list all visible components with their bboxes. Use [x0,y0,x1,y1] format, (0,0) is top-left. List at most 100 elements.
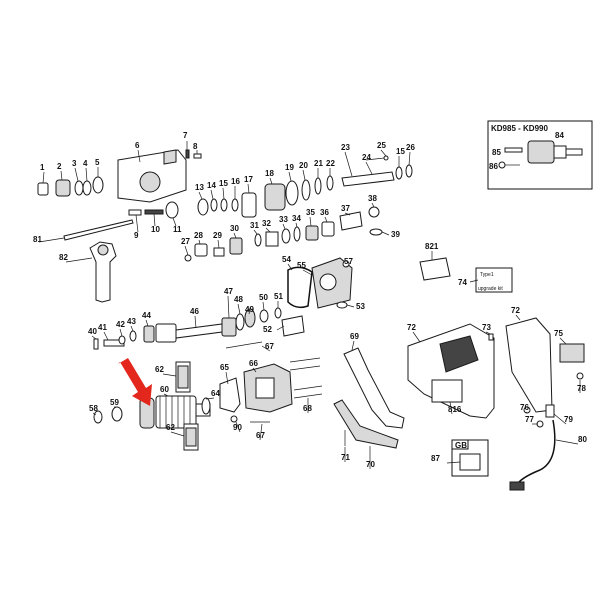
part-19-gear [285,180,299,206]
leader-line [380,149,387,157]
label-67a: 67 [265,342,274,351]
leader-line [184,245,189,256]
label-11: 11 [173,225,182,234]
part-38-cam [368,206,380,218]
part-36-bearing [321,221,335,237]
part-48-ring [235,313,245,331]
part-69-handle-half [343,347,405,429]
label-24: 24 [362,153,371,162]
leader-line [276,325,285,331]
label-79: 79 [564,415,573,424]
leader-line [302,169,306,181]
leader-line [365,161,373,175]
leader-line [344,151,353,177]
part-53-washer [336,301,348,309]
leader-line [130,325,134,332]
label-43: 43 [127,317,136,326]
part-32-bearing [265,231,279,247]
part-43-ring [129,330,137,342]
leader-line [103,331,109,341]
label-73: 73 [482,323,491,332]
label-39: 39 [391,230,400,239]
leader-line [135,214,139,233]
leader-line [265,227,271,233]
inset-kd985-kd990: KD985 - KD990 84 85 86 [487,120,593,190]
part-34-ring [293,226,301,242]
label-76: 76 [520,403,529,412]
leader-line [163,393,169,397]
motor-assembly [93,341,323,451]
part-40-key [93,338,99,350]
label-67b: 67 [256,431,265,440]
label-71: 71 [341,453,350,462]
label-75: 75 [554,329,563,338]
label-21: 21 [314,159,323,168]
label-38: 38 [368,194,377,203]
leader-line [262,301,265,311]
leader-line [309,216,312,227]
leader-line [412,331,421,343]
top-assembly [37,141,413,219]
leader-line [198,239,201,245]
leader-line [225,371,229,385]
callout-labels: 1 2 3 4 5 6 7 8 9 10 11 13 14 15 16 17 1… [33,131,587,469]
label-6: 6 [135,141,140,150]
leader-line [282,223,286,230]
label-70: 70 [366,460,375,469]
label-33: 33 [279,215,288,224]
chuck-screw [498,161,506,169]
label-68: 68 [303,404,312,413]
leader-line [38,237,65,243]
part-29-bush [213,247,225,257]
part-11-knob [165,201,179,219]
part-18-sleeve [264,183,286,211]
part-54-gasket [287,266,313,309]
label-29: 29 [213,231,222,240]
part-16-ring [231,198,239,212]
leader-line [92,412,97,416]
red-arrow-icon [118,358,152,406]
part-72-housing-left [407,323,495,419]
part-6-hub [139,171,161,193]
type-box-line1: Type1 [480,272,494,278]
leader-line [247,183,250,194]
leader-line [381,231,390,236]
label-81: 81 [33,235,42,244]
leader-line [408,151,411,166]
highlight-arrow [118,358,152,406]
part-14-ring [210,198,218,212]
leader-line [119,328,123,337]
label-72b: 72 [511,306,520,315]
part-30-gear [229,237,243,255]
leader-line [85,167,88,182]
part-59-washer [111,406,123,422]
label-2: 2 [57,162,62,171]
part-9-pin [128,209,142,216]
label-82: 82 [59,253,68,262]
leader-line [65,257,93,263]
label-4: 4 [83,159,88,168]
label-34: 34 [292,214,301,223]
leader-line [469,279,479,283]
part-80-plug [509,481,525,491]
leader-line [60,170,63,181]
part-82-side-handle [89,241,117,303]
inset-title: KD985 - KD990 [491,124,548,133]
part-35-gear [305,225,319,241]
part-81-depth-rod [63,219,134,241]
leader-line [559,337,567,345]
label-54: 54 [282,255,291,264]
label-27: 27 [181,237,190,246]
part-13-ring [197,198,209,216]
leader-line [170,431,185,437]
label-87: 87 [431,454,440,463]
part-17-bearing [241,192,257,218]
leader-line [153,213,156,227]
part-90-screw [230,415,238,423]
part-64-baffle [201,397,211,415]
label-32: 32 [262,219,271,228]
part-10-rod [144,209,164,215]
part-15b-ring [395,166,403,180]
label-1: 1 [40,163,45,172]
part-3-washer [74,180,84,196]
